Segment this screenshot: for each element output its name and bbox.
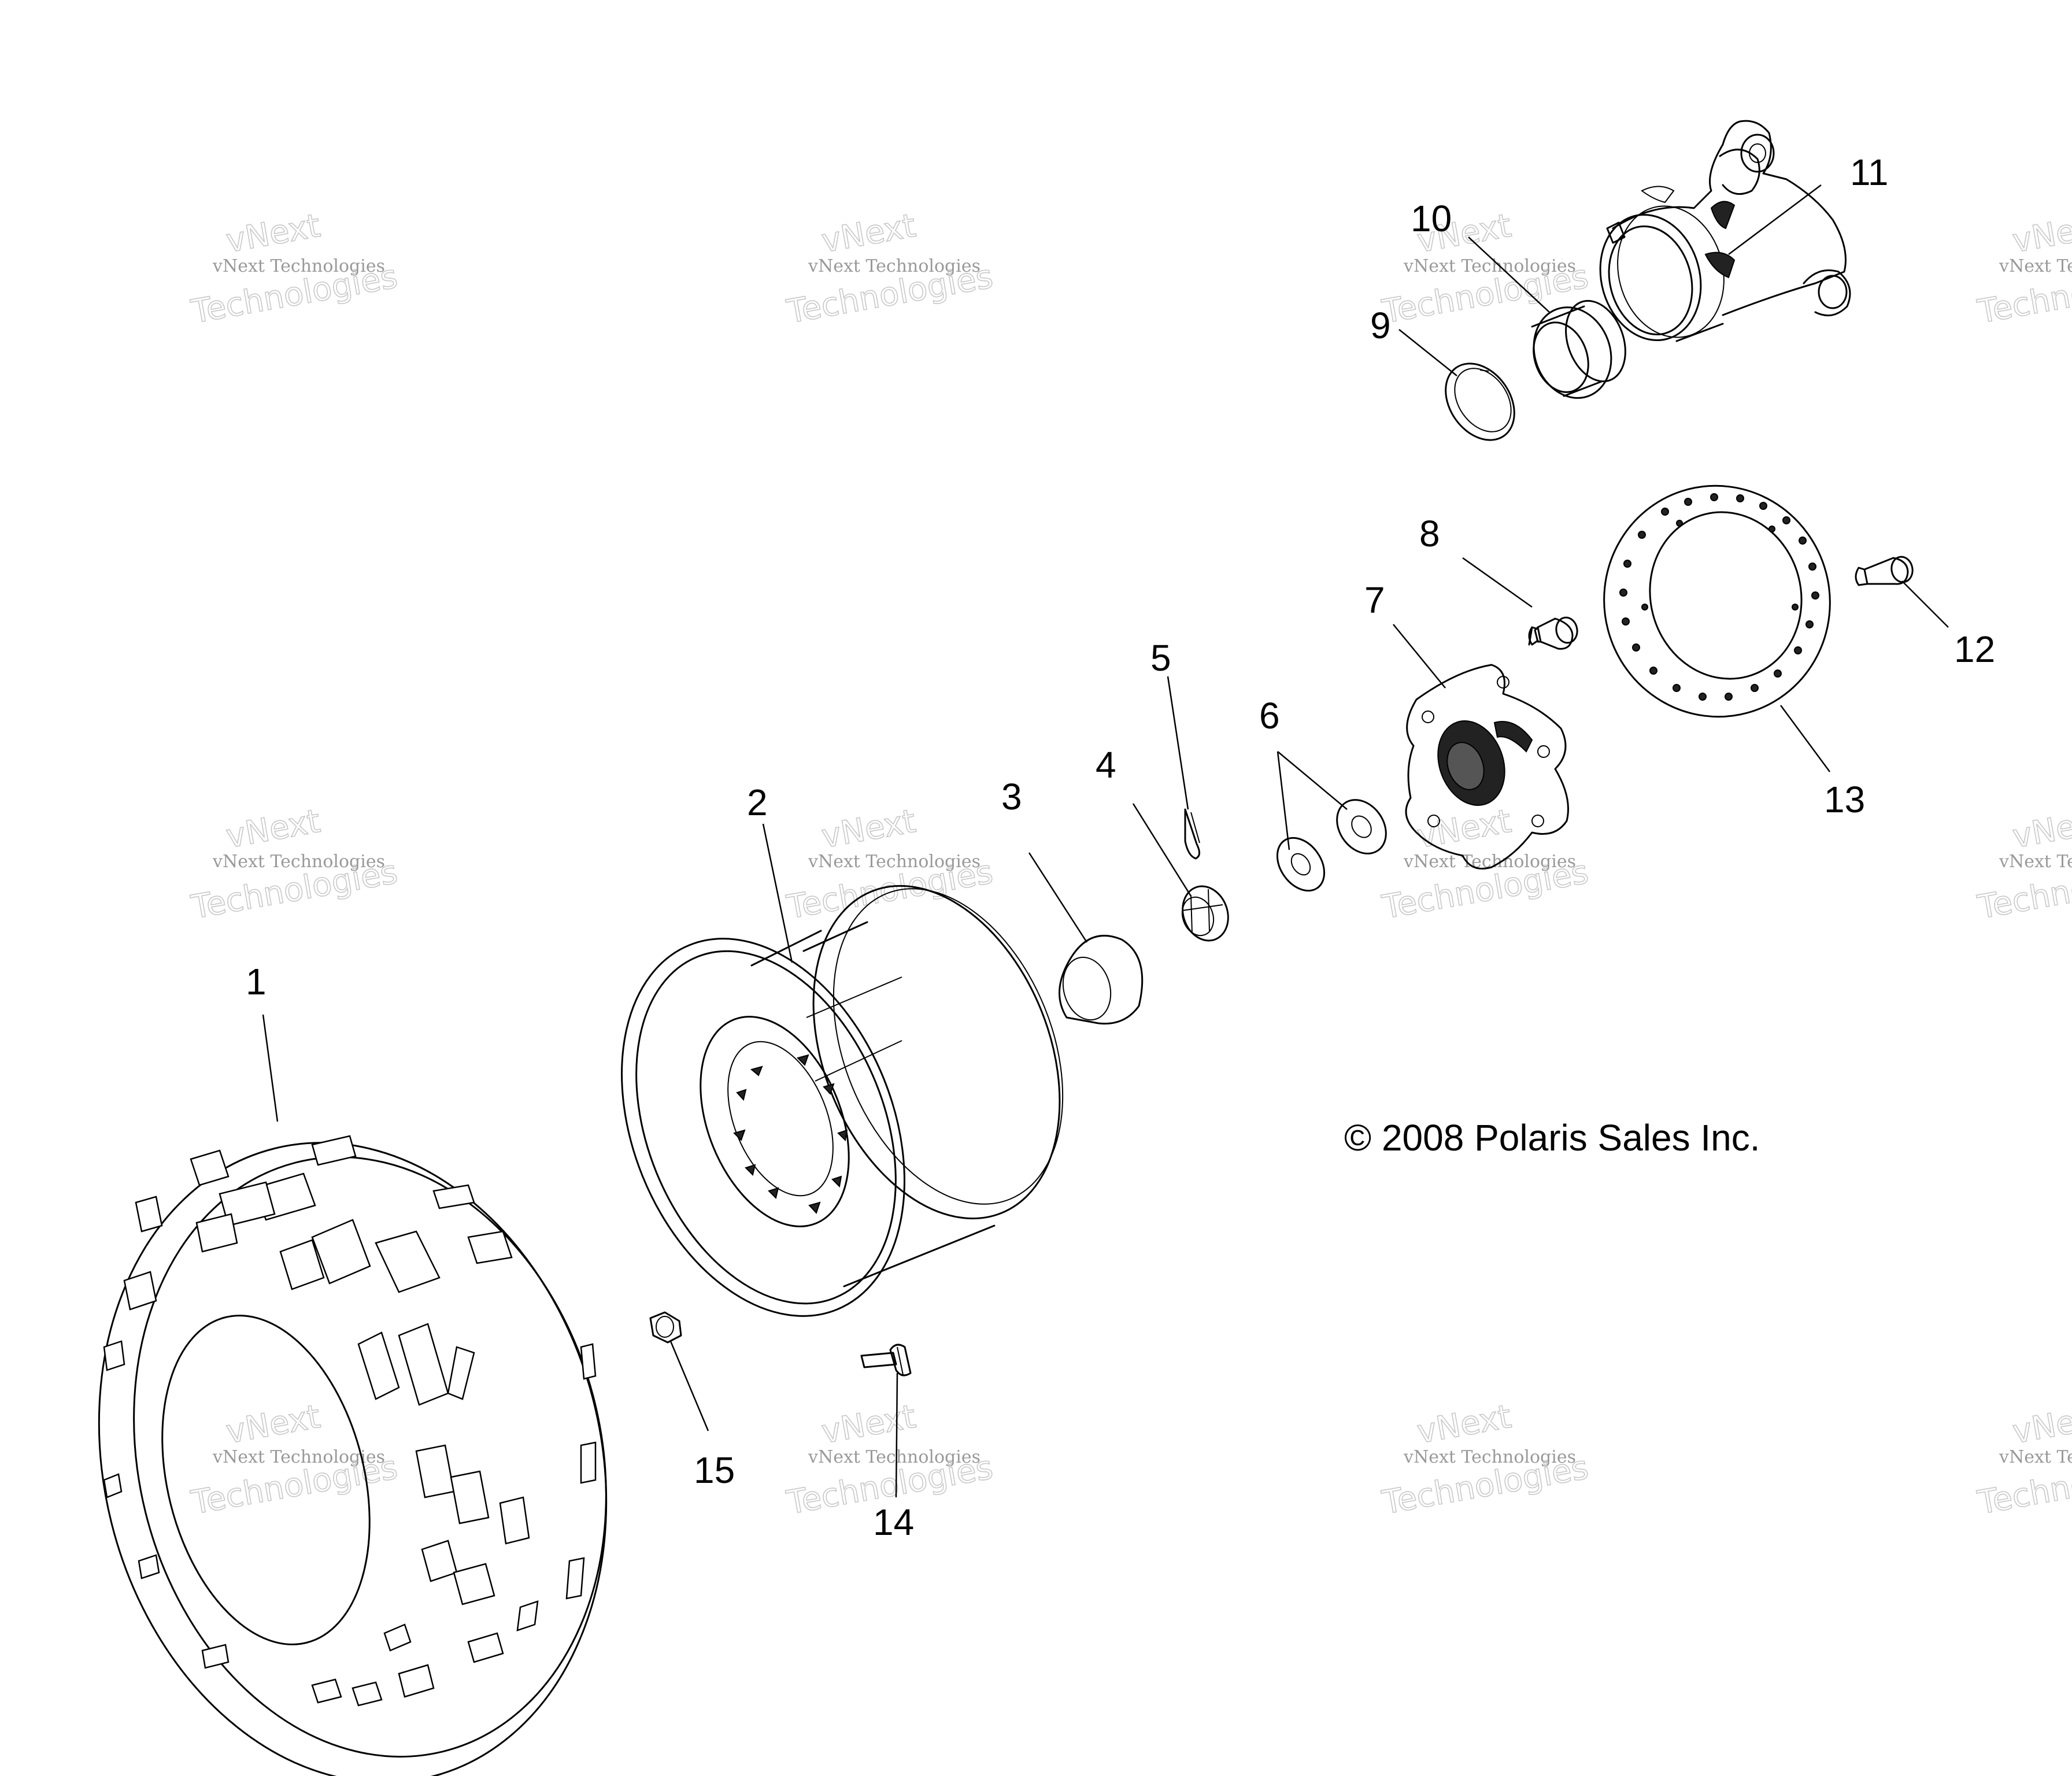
callout-1: 1	[246, 961, 267, 1002]
callout-labels: 1 2 3 4 5 6 7 8 9 10 11 12 13 14 15	[246, 151, 1995, 1543]
bolt-icon[interactable]	[1528, 616, 1579, 650]
tire-icon[interactable]	[33, 1089, 672, 1776]
brake-disc-holes	[1619, 493, 1819, 701]
svg-text:vNext Technologies: vNext Technologies	[1999, 852, 2072, 872]
svg-text:vNext Technologies: vNext Technologies	[212, 256, 385, 276]
svg-text:vNext: vNext	[1414, 1398, 1514, 1451]
svg-text:vNext Technologies: vNext Technologies	[808, 852, 980, 872]
svg-text:vNext Technologies: vNext Technologies	[1999, 256, 2072, 276]
wheel-rim-icon[interactable]	[569, 849, 1107, 1359]
watermark: vNext vNext Technologies Technologies	[188, 206, 401, 331]
cotter-pin-icon[interactable]	[1184, 808, 1200, 860]
callout-12: 12	[1954, 628, 1995, 670]
svg-text:vNext: vNext	[2010, 1398, 2072, 1451]
svg-text:vNext Technologies: vNext Technologies	[212, 1447, 385, 1467]
watermark: vNext vNext Technologies Technologies	[188, 802, 401, 927]
bolt-icon[interactable]	[1855, 555, 1915, 586]
svg-text:vNext: vNext	[819, 207, 918, 260]
watermark: vNext vNext Technologies Technologies	[1974, 206, 2072, 331]
bearing-icon[interactable]	[1522, 293, 1636, 409]
washer-icon[interactable]	[1268, 790, 1396, 900]
watermark: vNext vNext Technologies Technologies	[1379, 1397, 1592, 1522]
svg-text:vNext: vNext	[2010, 802, 2072, 856]
svg-text:vNext: vNext	[223, 1398, 323, 1451]
rim-bolt-holes	[733, 1054, 848, 1214]
svg-text:vNext: vNext	[223, 207, 323, 260]
callout-5: 5	[1150, 637, 1171, 679]
svg-text:vNext: vNext	[819, 1398, 918, 1451]
wheel-hub-icon[interactable]	[1405, 664, 1569, 870]
svg-text:vNext: vNext	[2010, 207, 2072, 260]
callout-10: 10	[1411, 198, 1452, 239]
watermark: vNext vNext Technologies Technologies	[1379, 206, 1592, 331]
svg-text:vNext Technologies: vNext Technologies	[1403, 256, 1576, 276]
callout-3: 3	[1001, 776, 1022, 817]
svg-text:vNext Technologies: vNext Technologies	[808, 1447, 980, 1467]
copyright-notice: © 2008 Polaris Sales Inc.	[1344, 1117, 1760, 1159]
callout-6: 6	[1259, 695, 1280, 737]
leader-lines	[262, 184, 1949, 1498]
watermarks: vNext vNext Technologies Technologies vN…	[188, 206, 2072, 1522]
svg-text:vNext: vNext	[819, 802, 918, 856]
watermark: vNext vNext Technologies Technologies	[1379, 802, 1592, 927]
watermark: vNext vNext Technologies Technologies	[1974, 1397, 2072, 1522]
callout-7: 7	[1364, 579, 1385, 621]
watermark: vNext vNext Technologies Technologies	[1974, 802, 2072, 927]
watermark: vNext vNext Technologies Technologies	[783, 206, 996, 331]
hub-cap-icon[interactable]	[1056, 934, 1144, 1025]
callout-9: 9	[1370, 305, 1391, 346]
callout-15: 15	[694, 1449, 735, 1491]
callout-8: 8	[1419, 513, 1440, 554]
callout-14: 14	[873, 1501, 914, 1543]
bearing-carrier-icon[interactable]	[1586, 120, 1851, 352]
valve-stem-icon[interactable]	[860, 1344, 912, 1377]
castle-nut-icon[interactable]	[1175, 880, 1235, 947]
lug-nut-icon[interactable]	[649, 1311, 682, 1344]
svg-text:vNext Technologies: vNext Technologies	[1403, 1447, 1576, 1467]
callout-13: 13	[1824, 779, 1865, 820]
svg-text:vNext Technologies: vNext Technologies	[212, 852, 385, 872]
callout-2: 2	[747, 782, 768, 823]
callout-4: 4	[1096, 744, 1116, 786]
svg-text:vNext Technologies: vNext Technologies	[808, 256, 980, 276]
tire-tread	[103, 1135, 597, 1707]
svg-text:vNext: vNext	[1414, 802, 1514, 856]
callout-11: 11	[1850, 151, 1888, 193]
retaining-ring-icon[interactable]	[1431, 350, 1529, 453]
brake-disc-icon[interactable]	[1578, 460, 1856, 742]
svg-text:vNext Technologies: vNext Technologies	[1999, 1447, 2072, 1467]
svg-text:vNext: vNext	[223, 802, 323, 856]
